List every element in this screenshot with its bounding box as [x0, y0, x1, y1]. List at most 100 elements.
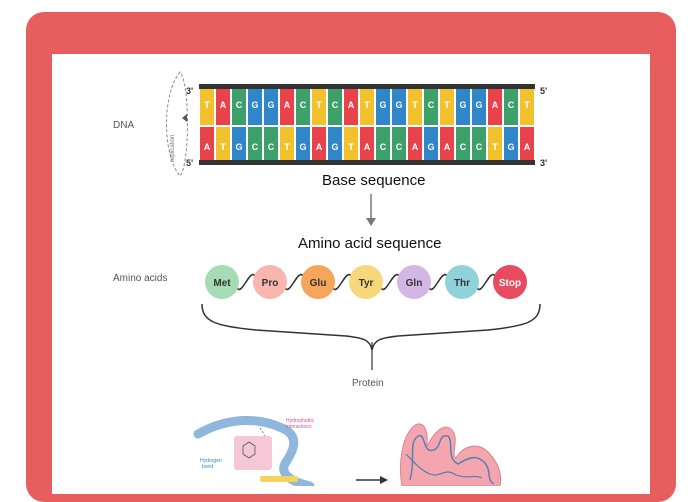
dna-bottom-base-letter: C [460, 142, 467, 152]
amino-acid-bead [397, 265, 431, 299]
dna-bottom-base-letter: A [316, 142, 323, 152]
hydrophobic-label-1: Hydrophobic [286, 418, 315, 424]
dna-top-base [376, 89, 390, 125]
dna-bottom-base [200, 127, 214, 160]
hydrogen-label-1: Hydrogen [200, 458, 222, 464]
amino-link [284, 273, 304, 291]
dna-top-base [328, 89, 342, 125]
amino-acid-sequence-title: Amino acid sequence [298, 235, 442, 252]
dna-top-base [264, 89, 278, 125]
dna-bottom-base-letter: T [492, 142, 498, 152]
dna-top-base [472, 89, 486, 125]
dna-top-base [424, 89, 438, 125]
amino-acid-label: Pro [262, 278, 279, 289]
dna-bottom-base [488, 127, 502, 160]
dna-top-base [216, 89, 230, 125]
dna-bottom-base-letter: C [476, 142, 483, 152]
dna-bottom-left-end: 5' [186, 158, 194, 168]
hydrophobic-label-2: interactions [286, 424, 312, 430]
dna-label: DNA [113, 120, 135, 131]
protein-label: Protein [352, 378, 384, 389]
dna-bottom-base-letter: C [268, 142, 275, 152]
dna-bottom-base-letter: G [235, 142, 242, 152]
dna-bottom-base-letter: T [220, 142, 226, 152]
dna-top-base-letter: T [364, 100, 370, 110]
amino-acid-bead [205, 265, 239, 299]
dna-bottom-base [408, 127, 422, 160]
dna-top-base-letter: G [395, 100, 402, 110]
dna-top-base-letter: T [204, 100, 210, 110]
dna-bottom-base-letter: C [252, 142, 259, 152]
dna-top-base-letter: T [316, 100, 322, 110]
dna-bottom-base-letter: A [204, 142, 211, 152]
protein-secondary-structure: Hydrogen bond Hydrophobic interactions [193, 416, 315, 486]
dna-bottom-base-letter: A [444, 142, 451, 152]
amino-acid-label: Glu [310, 278, 327, 289]
dna-bottom-base [248, 127, 262, 160]
dna-bottom-base-letter: A [524, 142, 531, 152]
replication-label: replication [170, 135, 176, 162]
amino-link [428, 273, 448, 291]
dna-bottom-base-letter: G [299, 142, 306, 152]
dna-bottom-base [344, 127, 358, 160]
dna-top-base [200, 89, 214, 125]
dna-bottom-base-letter: T [348, 142, 354, 152]
dna-top-base [440, 89, 454, 125]
dna-top-base [360, 89, 374, 125]
dna-top-base [344, 89, 358, 125]
dna-top-base-letter: C [332, 100, 339, 110]
base-sequence-title: Base sequence [322, 172, 426, 189]
dna-top-base-letter: T [412, 100, 418, 110]
dna-top-base-letter: T [524, 100, 530, 110]
dna-top-base-letter: A [284, 100, 291, 110]
amino-link [332, 273, 352, 291]
dna-top-base [488, 89, 502, 125]
dna-bottom-base [392, 127, 406, 160]
dna-top-base [456, 89, 470, 125]
dna-top-base-letter: G [459, 100, 466, 110]
replication-arrow: replication [166, 71, 188, 177]
dna-top-base-letter: C [236, 100, 243, 110]
dna-bottom-base-letter: T [284, 142, 290, 152]
dna-top-base [408, 89, 422, 125]
amino-acid-label: Stop [499, 278, 521, 289]
amino-link [236, 273, 256, 291]
dna-bottom-base-letter: C [380, 142, 387, 152]
dna-bottom-base [296, 127, 310, 160]
amino-acid-label: Gln [406, 278, 423, 289]
dna-bottom-base [472, 127, 486, 160]
dna-top-base [520, 89, 534, 125]
amino-acid-bead [445, 265, 479, 299]
dna-top-base-letter: C [300, 100, 307, 110]
amino-acid-bead [253, 265, 287, 299]
dna-bottom-base-letter: A [412, 142, 419, 152]
dna-top-base [280, 89, 294, 125]
dna-bottom-base-letter: G [331, 142, 338, 152]
dna-bottom-base [264, 127, 278, 160]
amino-link [476, 273, 496, 291]
dna-bottom-base-letter: A [364, 142, 371, 152]
dna-top-base [504, 89, 518, 125]
dna-bottom-right-end: 3' [540, 158, 548, 168]
dna-top-right-end: 5' [540, 86, 548, 96]
dna-top-base-letter: A [348, 100, 355, 110]
dna-top-base [248, 89, 262, 125]
dna-bottom-base [456, 127, 470, 160]
dna-bottom-base [280, 127, 294, 160]
dna-top-base-letter: G [251, 100, 258, 110]
dna-bottom-base [376, 127, 390, 160]
dna-bottom-base [216, 127, 230, 160]
dna-bottom-base-letter: G [507, 142, 514, 152]
dna-bottom-base [520, 127, 534, 160]
dna-top-backbone [199, 84, 535, 89]
down-arrow-icon [366, 194, 376, 226]
dna-top-base [232, 89, 246, 125]
dna-bottom-base [328, 127, 342, 160]
dna-top-base-letter: G [267, 100, 274, 110]
dna-bottom-backbone [199, 160, 535, 165]
amino-acid-label: Tyr [359, 278, 374, 289]
amino-acid-label: Thr [454, 278, 470, 289]
dna-bottom-base [504, 127, 518, 160]
amino-acid-bead [301, 265, 335, 299]
